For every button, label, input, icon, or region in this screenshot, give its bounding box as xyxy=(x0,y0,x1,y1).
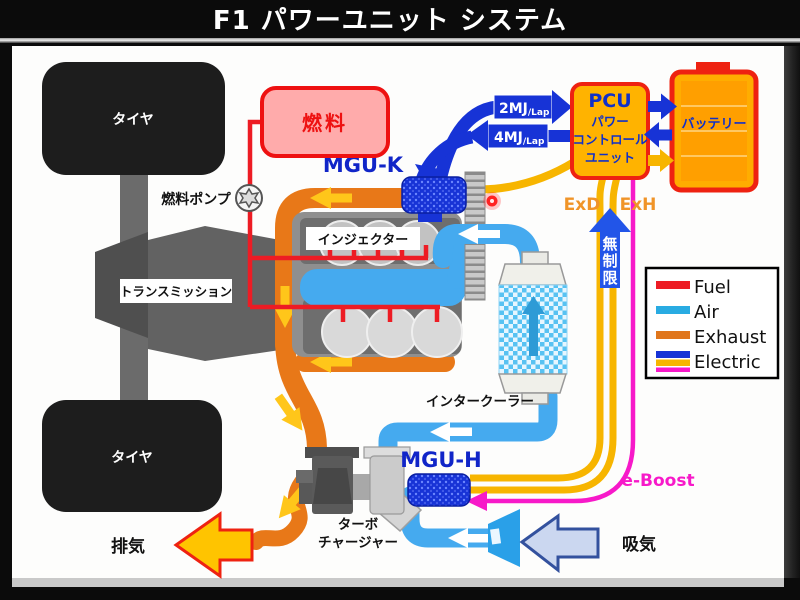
fuel-tank xyxy=(260,86,390,158)
tire-front xyxy=(42,62,225,175)
intercooler-flow-arrow xyxy=(522,296,545,356)
fuel-lines xyxy=(247,119,440,322)
exd-label: ExD xyxy=(564,195,601,215)
unlimited-arrow: 無 制 限 xyxy=(589,208,631,288)
pcu-line4: ユニット xyxy=(585,150,635,165)
exh-label: ExH xyxy=(620,195,657,215)
legend-swatch-air xyxy=(656,306,690,314)
legend-swatch-fuel xyxy=(656,281,690,289)
intake-funnel xyxy=(488,509,520,567)
pcu-line2: パワー xyxy=(591,114,629,129)
legend-label-fuel: Fuel xyxy=(694,277,731,298)
charge-arrow-left xyxy=(644,122,672,148)
exhaust-arrow-top xyxy=(310,187,352,209)
title-divider xyxy=(0,38,800,43)
battery: バッテリー xyxy=(669,62,759,193)
transmission-label-box xyxy=(120,279,232,303)
battery-label: バッテリー xyxy=(681,117,746,132)
intake-arrow xyxy=(519,513,600,574)
e-boost-line xyxy=(466,178,636,511)
tire-rear-label: タイヤ xyxy=(111,450,153,466)
page-title: F1 パワーユニット システム xyxy=(213,6,567,36)
turbo-label-2: チャージャー xyxy=(318,535,398,551)
tire-front-label: タイヤ xyxy=(112,112,154,128)
right-band xyxy=(784,46,800,578)
pcu-battery-arrows xyxy=(644,93,677,172)
injector-label-box xyxy=(306,227,420,250)
power-arrow-right xyxy=(648,149,674,172)
fuel-tank-label: 燃料 xyxy=(302,111,348,135)
exhaust-out-arrow xyxy=(173,511,254,579)
legend-swatch-electric-magenta xyxy=(656,367,690,372)
legend-label-air: Air xyxy=(694,302,719,323)
pcu-line3: コントロール xyxy=(572,132,648,147)
intake-label: 吸気 xyxy=(622,534,656,555)
mguh-label: MGU-H xyxy=(400,448,481,472)
air-arrow-intake xyxy=(448,528,490,548)
turbocharger xyxy=(296,446,423,533)
spark-dot xyxy=(483,192,501,210)
turbo-label-1: ターボ xyxy=(338,517,379,533)
charge-arrow-right xyxy=(648,93,677,120)
mj2-arrow: 2MJ/Lap xyxy=(493,90,572,124)
intercooler-label: インタークーラー xyxy=(426,394,534,410)
unlimited-char-3: 限 xyxy=(602,269,617,287)
e-boost-arrowhead xyxy=(466,491,487,511)
unlimited-char-2: 制 xyxy=(602,252,617,270)
injector-label: インジェクター xyxy=(318,233,408,248)
legend-swatch-electric-yellow xyxy=(656,359,690,366)
legend-swatch-exhaust xyxy=(656,331,690,339)
exhaust-arrow-down xyxy=(274,393,303,431)
mj4-label: 4MJ/Lap xyxy=(494,130,545,147)
transmission-label: トランスミッション xyxy=(120,284,232,299)
unlimited-char-1: 無 xyxy=(602,235,617,253)
legend-label-exhaust: Exhaust xyxy=(694,327,766,348)
pcu-unit: PCU パワー コントロール ユニット xyxy=(570,82,650,180)
mguh-unit xyxy=(407,473,471,507)
exd-exh-lines xyxy=(470,176,621,494)
bottom-strip xyxy=(12,578,784,587)
air-arrow-charge xyxy=(430,422,472,442)
cylinder xyxy=(321,306,373,358)
legend: Fuel Air Exhaust Electric xyxy=(644,266,780,380)
tire-rear xyxy=(42,400,222,512)
air-flow-arrows xyxy=(430,224,500,548)
pcu-title: PCU xyxy=(588,90,631,112)
intercooler xyxy=(497,251,568,405)
exhaust-out-label: 排気 xyxy=(111,536,145,557)
legend-swatch-electric-blue xyxy=(656,351,690,358)
fuel-pump-icon xyxy=(235,184,263,212)
fuel-pump-label: 燃料ポンプ xyxy=(161,191,232,208)
e-boost-label: e-Boost xyxy=(621,471,694,491)
legend-label-electric: Electric xyxy=(694,352,761,373)
mj4-arrow: 4MJ/Lap xyxy=(467,120,549,151)
intake-manifold xyxy=(300,269,466,306)
mguk-unit xyxy=(401,176,467,214)
air-arrow-to-engine xyxy=(458,224,500,244)
mj2-label: 2MJ/Lap xyxy=(499,101,550,118)
